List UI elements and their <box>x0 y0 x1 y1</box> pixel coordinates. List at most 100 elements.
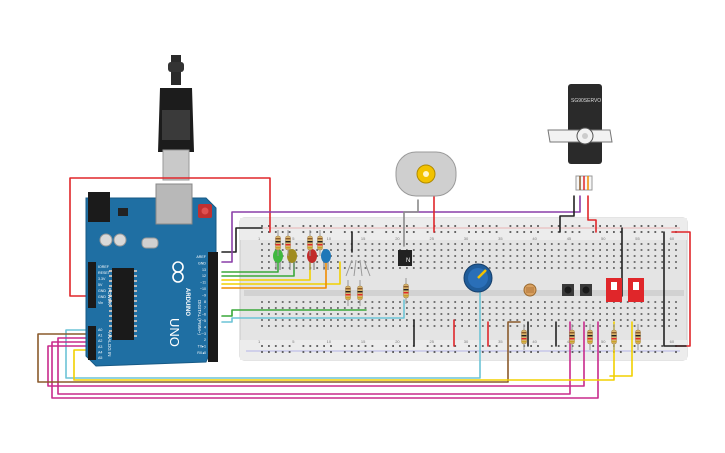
servo-motor[interactable]: SG90SERVO <box>547 84 613 191</box>
pin-label: 4 <box>204 325 206 329</box>
pin-label: AREF <box>196 255 206 259</box>
pin-label: A5 <box>98 356 102 360</box>
pushbutton-1[interactable] <box>562 284 574 296</box>
dc-motor[interactable] <box>395 151 457 197</box>
digital-header-label: DIGITAL (PWM~) <box>197 300 202 335</box>
resistor[interactable] <box>285 230 291 256</box>
pin-label: 12 <box>202 274 206 278</box>
pin-label: ~3 <box>202 332 206 336</box>
pin-label: A0 <box>98 328 102 332</box>
column-number: 10 <box>327 236 332 241</box>
column-number: 15 <box>361 339 366 344</box>
leds <box>273 249 371 277</box>
pin-label: GND <box>98 289 106 293</box>
column-number: 1 <box>258 236 261 241</box>
wire-red-5v <box>69 177 271 297</box>
pin-label: 3.3V <box>98 277 106 281</box>
column-number: 50 <box>601 236 606 241</box>
wire-cyan-1 <box>221 299 405 323</box>
column-number: 60 <box>670 339 675 344</box>
column-number: 5 <box>292 339 295 344</box>
photoresistor[interactable] <box>523 283 537 297</box>
column-number: 30 <box>464 236 469 241</box>
wires <box>37 177 691 399</box>
pin-label: A3 <box>98 345 102 349</box>
transistor-label: N <box>406 258 410 264</box>
pin-label: IOREF <box>98 265 110 269</box>
column-number: 15 <box>361 236 366 241</box>
wire-gray-motor <box>403 199 419 247</box>
pin-label: A1 <box>98 334 102 338</box>
pin-label: RESET <box>98 271 111 275</box>
slide-switch-2[interactable] <box>628 278 644 302</box>
led-rgb[interactable] <box>345 259 371 277</box>
column-number: 10 <box>327 339 332 344</box>
column-number: 25 <box>430 236 435 241</box>
resistor[interactable] <box>569 324 575 350</box>
power-header-label: POWER <box>107 288 112 306</box>
resistor[interactable] <box>403 278 409 304</box>
pin-label: 13 <box>202 268 206 272</box>
pin-label: Vin <box>98 301 103 305</box>
resistors <box>275 230 641 350</box>
wire-green-1 <box>221 261 279 273</box>
pin-label: TX▸1 <box>198 345 206 349</box>
resistor[interactable] <box>275 230 281 256</box>
column-number: 35 <box>498 236 503 241</box>
pin-label: A2 <box>98 339 102 343</box>
led-blue[interactable] <box>321 249 331 270</box>
slide-switch-1[interactable] <box>606 278 622 302</box>
column-number: 1 <box>258 339 261 344</box>
arduino-brand-label: ARDUINO <box>184 288 190 316</box>
led-yellow[interactable] <box>287 249 297 270</box>
pin-label: ~5 <box>202 319 206 323</box>
resistor[interactable] <box>635 324 641 350</box>
arduino-logo-icon <box>172 261 184 283</box>
npn-transistor[interactable]: N <box>398 250 412 266</box>
wire-black-gnd <box>221 227 263 253</box>
column-number: 25 <box>430 339 435 344</box>
column-number: 60 <box>670 236 675 241</box>
pin-label: GND <box>198 261 206 265</box>
wire-yellow-2 <box>221 261 341 285</box>
resistor[interactable] <box>345 280 351 306</box>
wire-cyan-2 <box>65 289 481 379</box>
arduino-model-label: UNO <box>167 318 182 347</box>
column-number: 55 <box>635 236 640 241</box>
wire-black-right-2 <box>663 231 687 347</box>
breadboard-column-numbers: 1155101015152020252530303535404045455050… <box>258 236 675 344</box>
resistor[interactable] <box>521 324 527 350</box>
column-number: 40 <box>532 339 537 344</box>
column-number: 30 <box>464 339 469 344</box>
potentiometer[interactable] <box>463 263 493 293</box>
atmega-pins <box>109 270 137 337</box>
resistor[interactable] <box>587 324 593 350</box>
pin-label: 7 <box>204 306 206 310</box>
column-number: 20 <box>395 236 400 241</box>
column-number: 45 <box>567 236 572 241</box>
resistor[interactable] <box>307 230 313 256</box>
pin-label: A4 <box>98 350 102 354</box>
wire-yellow-long <box>73 321 615 381</box>
wire-magenta-1 <box>57 321 571 395</box>
pin-label: ~11 <box>200 281 206 285</box>
wire-magenta-3 <box>47 321 585 387</box>
resistor[interactable] <box>317 230 323 256</box>
resistor[interactable] <box>357 280 363 306</box>
column-number: 40 <box>532 236 537 241</box>
pin-label: ~9 <box>202 293 206 297</box>
column-number: 5 <box>292 236 295 241</box>
wire-purple-top <box>221 195 581 263</box>
pin-label: 5V <box>98 283 103 287</box>
column-number: 50 <box>601 339 606 344</box>
wire-black-servo <box>559 195 575 233</box>
servo-label: SG90SERVO <box>571 98 601 104</box>
pushbutton-2[interactable] <box>580 284 592 296</box>
wire-brown <box>37 321 521 383</box>
resistor[interactable] <box>611 324 617 350</box>
analog-header-label: ANALOG IN <box>107 332 112 357</box>
